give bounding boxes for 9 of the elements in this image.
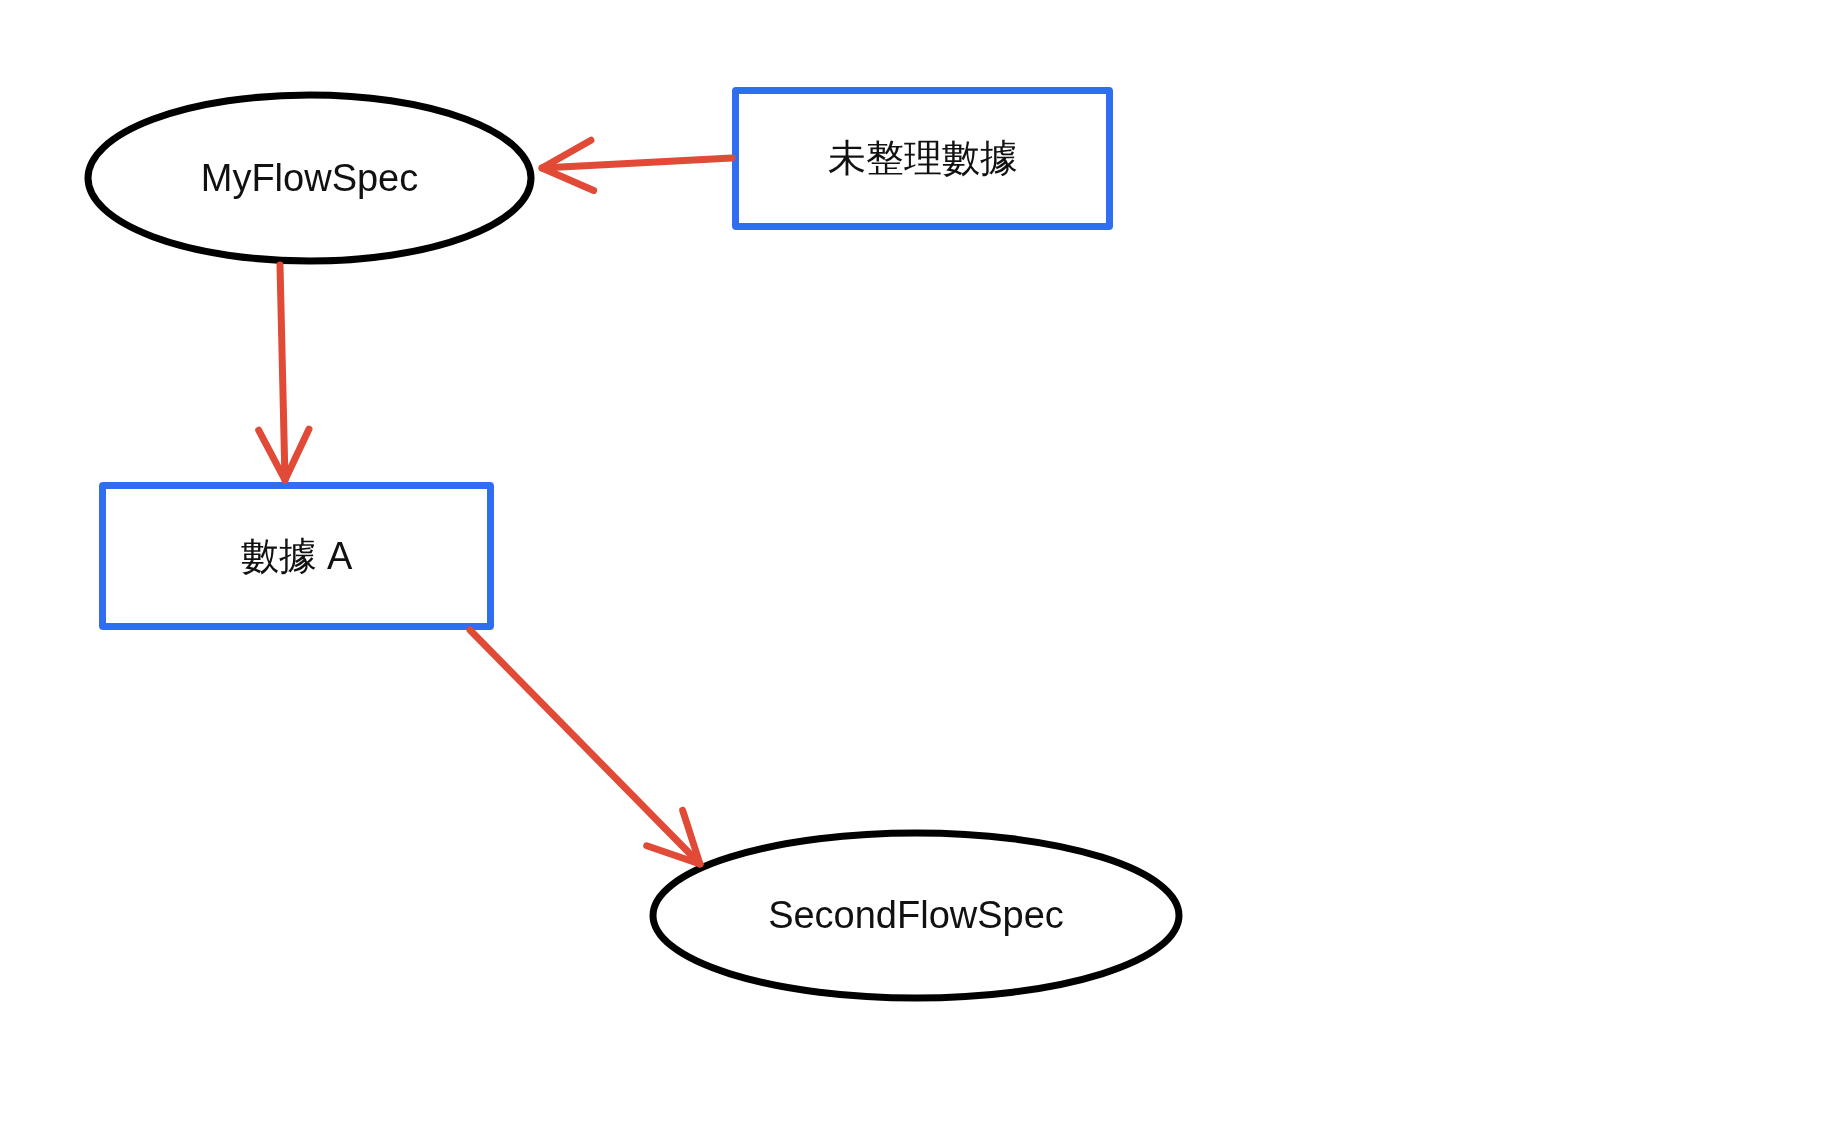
ellipse-label: SecondFlowSpec [768, 894, 1064, 937]
box-label: 未整理數據 [827, 136, 1018, 181]
process-box [99, 482, 494, 630]
ellipse-label: MyFlowSpec [200, 156, 419, 200]
arrow [255, 261, 313, 484]
arrow [538, 136, 736, 194]
box-label: 數據 A [240, 533, 353, 579]
process-box [732, 87, 1113, 230]
arrow [466, 626, 704, 868]
